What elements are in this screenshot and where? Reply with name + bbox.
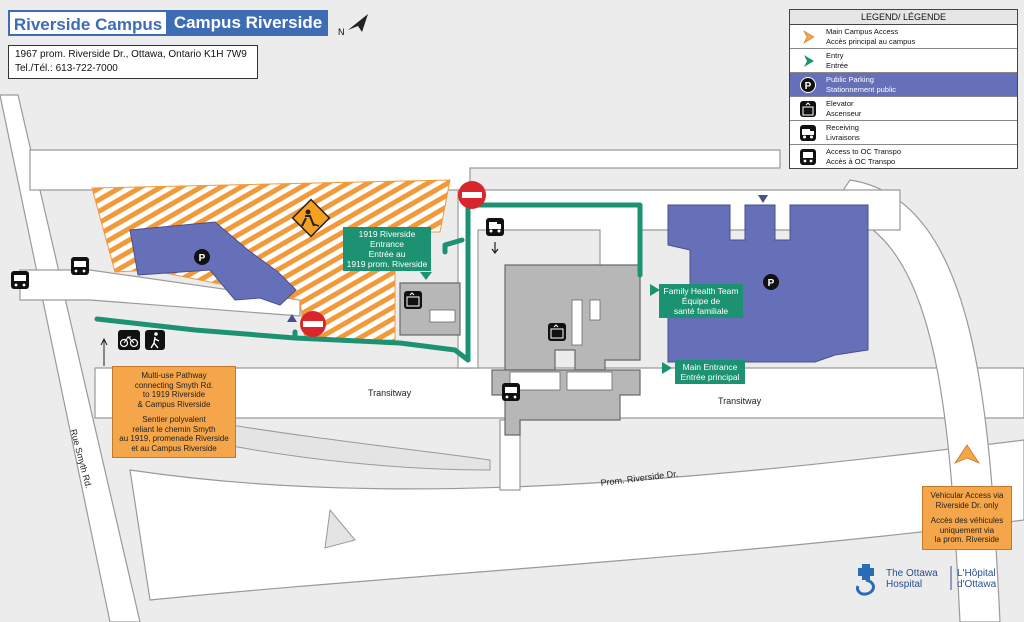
- legend-label-fr: Ascenseur: [826, 108, 862, 118]
- label-multi-use-pathway: Multi-use Pathway connecting Smyth Rd. t…: [112, 366, 236, 458]
- triangle-icon: [758, 195, 768, 203]
- green-arrow-icon: [420, 272, 432, 280]
- label-line: Entrée principal: [680, 372, 740, 382]
- label-line: la prom. Riverside: [934, 535, 1000, 544]
- elevator-icon: [800, 100, 816, 117]
- elevator-icon: [548, 323, 566, 341]
- hospital-logo-icon: [856, 564, 952, 596]
- drop-arrows: [287, 195, 768, 322]
- label-main-entrance: Main Entrance Entrée principal: [675, 360, 745, 384]
- label-line: 1919 Riverside: [358, 229, 416, 239]
- triangle-icon: [287, 314, 297, 322]
- no-entry-sign: [300, 311, 326, 337]
- pathway-pointer: [100, 337, 108, 366]
- truck-icon: [486, 218, 504, 254]
- parking-icon: P: [763, 274, 779, 290]
- elevator-icon: [404, 291, 422, 309]
- parking-icon: P: [194, 249, 210, 265]
- legend-label-fr: Accès à OC Transpo: [826, 156, 896, 166]
- svg-text:P: P: [805, 81, 812, 92]
- green-arrow-icon: [650, 284, 660, 296]
- campus-title-en: Riverside Campus: [8, 10, 168, 36]
- label-line: Multi-use Pathway: [141, 371, 207, 380]
- logo-line: d'Ottawa: [957, 579, 997, 590]
- pedestrian-icon: [145, 330, 165, 350]
- label-line: Entrée au: [368, 249, 406, 259]
- legend-label: Main Campus Access: [826, 26, 899, 36]
- address-box: 1967 prom. Riverside Dr., Ottawa, Ontari…: [8, 45, 258, 79]
- bus-icon: [11, 271, 29, 289]
- label-1919-entrance: 1919 Riverside Entrance Entrée au 1919 p…: [343, 227, 431, 271]
- label-line: Sentier polyvalent: [142, 415, 206, 424]
- legend-title: LEGEND/ LÉGENDE: [790, 10, 1017, 25]
- hospital-logo-en: The Ottawa Hospital: [886, 568, 938, 590]
- construction-sign-icon: [291, 198, 331, 238]
- svg-text:P: P: [768, 278, 775, 289]
- address-line: 1967 prom. Riverside Dr., Ottawa, Ontari…: [15, 49, 247, 60]
- legend-label-fr: Stationnement public: [826, 84, 897, 94]
- pathways: [94, 202, 643, 363]
- north-arrow-icon: [348, 14, 368, 32]
- entry-arrows: [420, 272, 672, 374]
- phone-line: Tel./Tél.: 613-722-7000: [15, 63, 118, 74]
- logo-line: L'Hôpital: [957, 568, 996, 579]
- label-line: uniquement via: [939, 525, 995, 535]
- bicycle-icon: [118, 330, 140, 350]
- label-line: reliant le chemin Smyth: [132, 424, 216, 434]
- label-line: 1919 prom. Riverside: [346, 259, 428, 269]
- campus-title-fr: Campus Riverside: [168, 10, 328, 36]
- legend-label: Entry: [826, 50, 844, 60]
- label-line: Main Entrance: [682, 362, 738, 372]
- legend-label: Public Parking: [826, 74, 874, 84]
- road-label-transitway: Transitway: [368, 388, 412, 398]
- road-network: [0, 94, 1024, 622]
- label-line: Accès des véhicules: [930, 516, 1004, 525]
- label-line: to 1919 Riverside: [142, 390, 206, 399]
- label-line: santé familiale: [673, 306, 729, 316]
- road-label-transitway: Transitway: [718, 396, 762, 406]
- legend-label: Elevator: [826, 98, 854, 108]
- no-entry-sign: [458, 181, 486, 209]
- bus-icon: [800, 148, 816, 165]
- svg-text:P: P: [199, 253, 206, 264]
- grass-islands: [199, 419, 491, 549]
- parking-icon: P: [800, 76, 816, 93]
- legend-label-fr: Entrée: [826, 60, 849, 70]
- bus-icon: [502, 383, 520, 401]
- label-line: Riverside Dr. only: [935, 500, 999, 510]
- label-line: au 1919, promenade Riverside: [119, 434, 229, 443]
- green-arrow-icon: [804, 54, 814, 67]
- label-family-health-team: Family Health Team Équipe de santé famil…: [659, 284, 743, 318]
- logo-line: Hospital: [886, 579, 923, 590]
- label-line: Entrance: [369, 239, 405, 249]
- parking-lot-west: [129, 221, 297, 306]
- label-line: & Campus Riverside: [137, 399, 211, 409]
- label-line: connecting Smyth Rd.: [134, 380, 214, 390]
- orange-arrow-icon: [803, 29, 815, 44]
- legend-label: Access to OC Transpo: [826, 146, 902, 156]
- green-arrow-icon: [662, 362, 672, 374]
- label-line: Vehicular Access via: [930, 491, 1004, 500]
- logo-line: The Ottawa: [886, 568, 938, 579]
- compass-label: N: [338, 27, 345, 37]
- building-courtyards: [429, 299, 613, 391]
- truck-icon: [800, 124, 816, 141]
- label-line: Équipe de: [681, 296, 721, 306]
- main-campus-access-icon: [953, 444, 981, 464]
- legend-label-fr: Accès principal au campus: [826, 36, 916, 46]
- legend-label: Receiving: [826, 122, 859, 132]
- hospital-logo-fr: L'Hôpital d'Ottawa: [957, 568, 996, 590]
- label-line: et au Campus Riverside: [131, 443, 217, 453]
- bus-icon: [71, 257, 89, 275]
- label-vehicular-access: Vehicular Access via Riverside Dr. only …: [922, 486, 1012, 550]
- label-line: Family Health Team: [663, 286, 739, 296]
- legend-label-fr: Livraisons: [826, 132, 860, 142]
